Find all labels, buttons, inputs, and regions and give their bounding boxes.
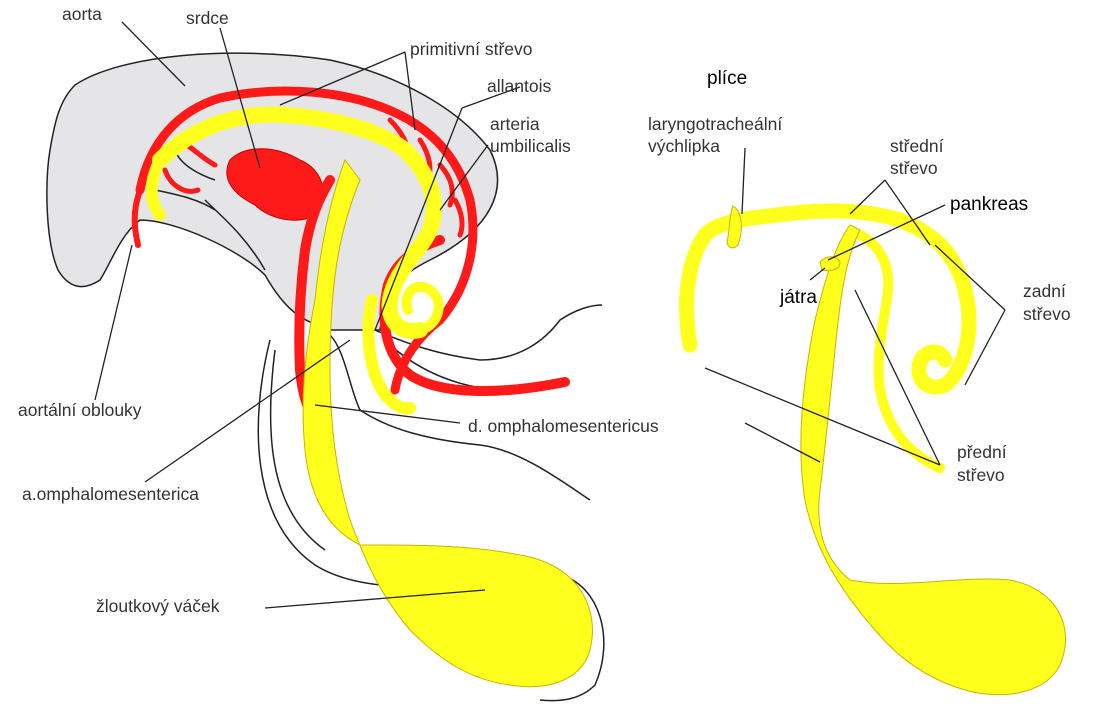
label-vychlipka: výchlipka: [648, 136, 720, 156]
label-plice: plíce: [707, 68, 747, 89]
label-pankreas: pankreas: [950, 194, 1028, 215]
gut-right-figure: [686, 206, 1065, 695]
label-strevo-hind: střevo: [1023, 304, 1071, 324]
label-strevo-fore: střevo: [957, 465, 1005, 485]
label-arteria: arteria: [490, 114, 540, 134]
label-zloutkovy-vacek: žloutkový váček: [96, 596, 220, 616]
label-d-omphalomesentericus: d. omphalomesentericus: [468, 416, 659, 436]
label-aortalni-oblouky: aortální oblouky: [18, 400, 142, 420]
label-aorta: aorta: [62, 4, 102, 24]
label-primitivni-strevo: primitivní střevo: [410, 39, 533, 59]
label-a-omphalomesenterica: a.omphalomesenterica: [22, 484, 199, 504]
label-srdce: srdce: [186, 8, 229, 28]
label-zadni: zadní: [1023, 281, 1066, 301]
label-predni: přední: [957, 442, 1007, 462]
right-laryngotracheal-bud: [727, 206, 741, 248]
label-jatra: játra: [779, 287, 817, 308]
label-allantois: allantois: [487, 76, 551, 96]
label-stredni: střední: [890, 136, 944, 156]
label-strevo-mid: střevo: [890, 158, 938, 178]
label-laryngotrachealni: laryngotracheální: [648, 114, 782, 134]
label-umbilicalis: umbilicalis: [490, 136, 571, 156]
